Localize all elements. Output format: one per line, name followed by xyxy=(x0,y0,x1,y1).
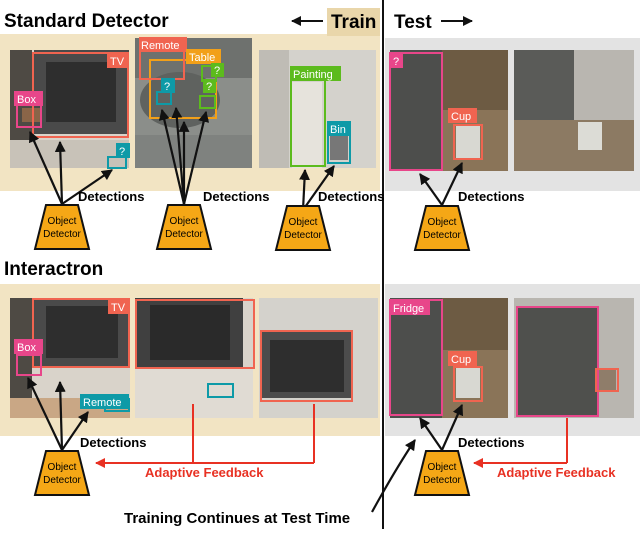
object-detector-5: Object Detector xyxy=(33,450,91,496)
bbox-cup-3 xyxy=(595,368,619,392)
bbox-box-2 xyxy=(16,354,42,376)
detections-label-5: Detections xyxy=(80,435,146,450)
label-question-green-1: ? xyxy=(214,65,220,77)
heading-standard-detector: Standard Detector xyxy=(4,11,169,32)
bbox-fridge-2 xyxy=(516,306,599,417)
bbox-tv-2 xyxy=(32,298,130,368)
object-detector-6: Object Detector xyxy=(413,450,471,496)
detection-arrows-top xyxy=(28,106,463,211)
svg-text:Detector: Detector xyxy=(43,229,81,240)
adaptive-feedback-label-2: Adaptive Feedback xyxy=(497,465,616,480)
label-bg-bin xyxy=(327,121,351,136)
training-continues-arrow xyxy=(371,439,416,513)
label-fridge: Fridge xyxy=(393,303,424,315)
label-bg-tv xyxy=(107,53,128,68)
bbox-question-green-2 xyxy=(199,95,216,109)
interactron-image-2 xyxy=(135,298,253,418)
label-bg-cup xyxy=(448,108,477,123)
label-question-pink: ? xyxy=(393,56,399,68)
label-bg-box xyxy=(14,91,43,106)
object-detector-4: Object Detector xyxy=(413,205,471,251)
label-bg-question-teal-2 xyxy=(161,78,175,93)
label-bin: Bin xyxy=(330,124,346,136)
label-cup-2: Cup xyxy=(451,354,471,366)
detections-label-4: Detections xyxy=(458,189,524,204)
label-bg-remote xyxy=(139,37,187,52)
train-tab xyxy=(327,8,380,36)
label-bg-question-teal xyxy=(116,143,130,158)
svg-text:Object: Object xyxy=(428,462,457,473)
label-bg-table xyxy=(186,49,221,64)
svg-text:Object: Object xyxy=(289,217,318,228)
label-bg-tv-2 xyxy=(108,299,129,314)
label-bg-remote-2 xyxy=(80,394,129,409)
object-detector-2: Object Detector xyxy=(155,204,213,250)
object-detector-3: Object Detector xyxy=(274,205,332,251)
svg-text:Object: Object xyxy=(170,216,199,227)
label-bg-question-green-1 xyxy=(211,63,224,77)
svg-text:Detector: Detector xyxy=(165,229,203,240)
label-question-green-2: ? xyxy=(206,81,212,93)
heading-test: Test xyxy=(394,12,432,33)
label-table: Table xyxy=(189,52,215,64)
label-bg-box-2 xyxy=(14,339,43,354)
label-bg-question-pink xyxy=(390,53,403,68)
label-remote-2: Remote xyxy=(83,397,122,409)
label-tv: TV xyxy=(110,56,125,68)
training-continues-label: Training Continues at Test Time xyxy=(124,510,350,527)
train-image-1 xyxy=(10,50,129,168)
detections-label-2: Detections xyxy=(203,189,269,204)
label-remote: Remote xyxy=(141,40,180,52)
adaptive-feedback-right xyxy=(473,418,568,468)
detection-arrows-bottom xyxy=(27,377,464,451)
label-question-teal: ? xyxy=(119,146,125,158)
bbox-tv-3 xyxy=(135,299,255,369)
bbox-cup xyxy=(453,124,483,160)
label-box: Box xyxy=(17,94,36,106)
label-bg-fridge xyxy=(390,300,430,315)
bbox-remote-3 xyxy=(207,383,234,398)
adaptive-feedback-label-1: Adaptive Feedback xyxy=(145,465,264,480)
test-image-2 xyxy=(514,50,634,171)
bbox-tv-4 xyxy=(260,330,353,402)
label-tv-2: TV xyxy=(111,302,126,314)
object-detector-1: Object Detector xyxy=(33,204,91,250)
svg-text:Object: Object xyxy=(428,217,457,228)
label-bg-painting xyxy=(290,66,341,81)
label-question-teal-2: ? xyxy=(164,81,170,93)
svg-text:Object: Object xyxy=(48,462,77,473)
label-cup: Cup xyxy=(451,111,471,123)
detections-label-6: Detections xyxy=(458,435,524,450)
interactron-image-3 xyxy=(259,298,378,418)
svg-text:Detector: Detector xyxy=(423,230,461,241)
detections-label-1: Detections xyxy=(78,189,144,204)
bbox-fridge-question xyxy=(389,52,443,171)
label-bg-question-green-2 xyxy=(203,79,216,93)
detections-label-3: Detections xyxy=(318,189,384,204)
heading-interactron: Interactron xyxy=(4,259,103,280)
svg-text:Detector: Detector xyxy=(423,475,461,486)
label-painting: Painting xyxy=(293,69,333,81)
bbox-cup-2 xyxy=(453,366,483,402)
heading-train: Train xyxy=(331,12,376,33)
svg-text:Detector: Detector xyxy=(43,475,81,486)
label-bg-cup-2 xyxy=(448,351,477,366)
svg-text:Detector: Detector xyxy=(284,230,322,241)
test-image-4 xyxy=(514,298,634,418)
svg-text:Object: Object xyxy=(48,216,77,227)
label-box-2: Box xyxy=(17,342,36,354)
adaptive-feedback-left xyxy=(95,404,315,468)
